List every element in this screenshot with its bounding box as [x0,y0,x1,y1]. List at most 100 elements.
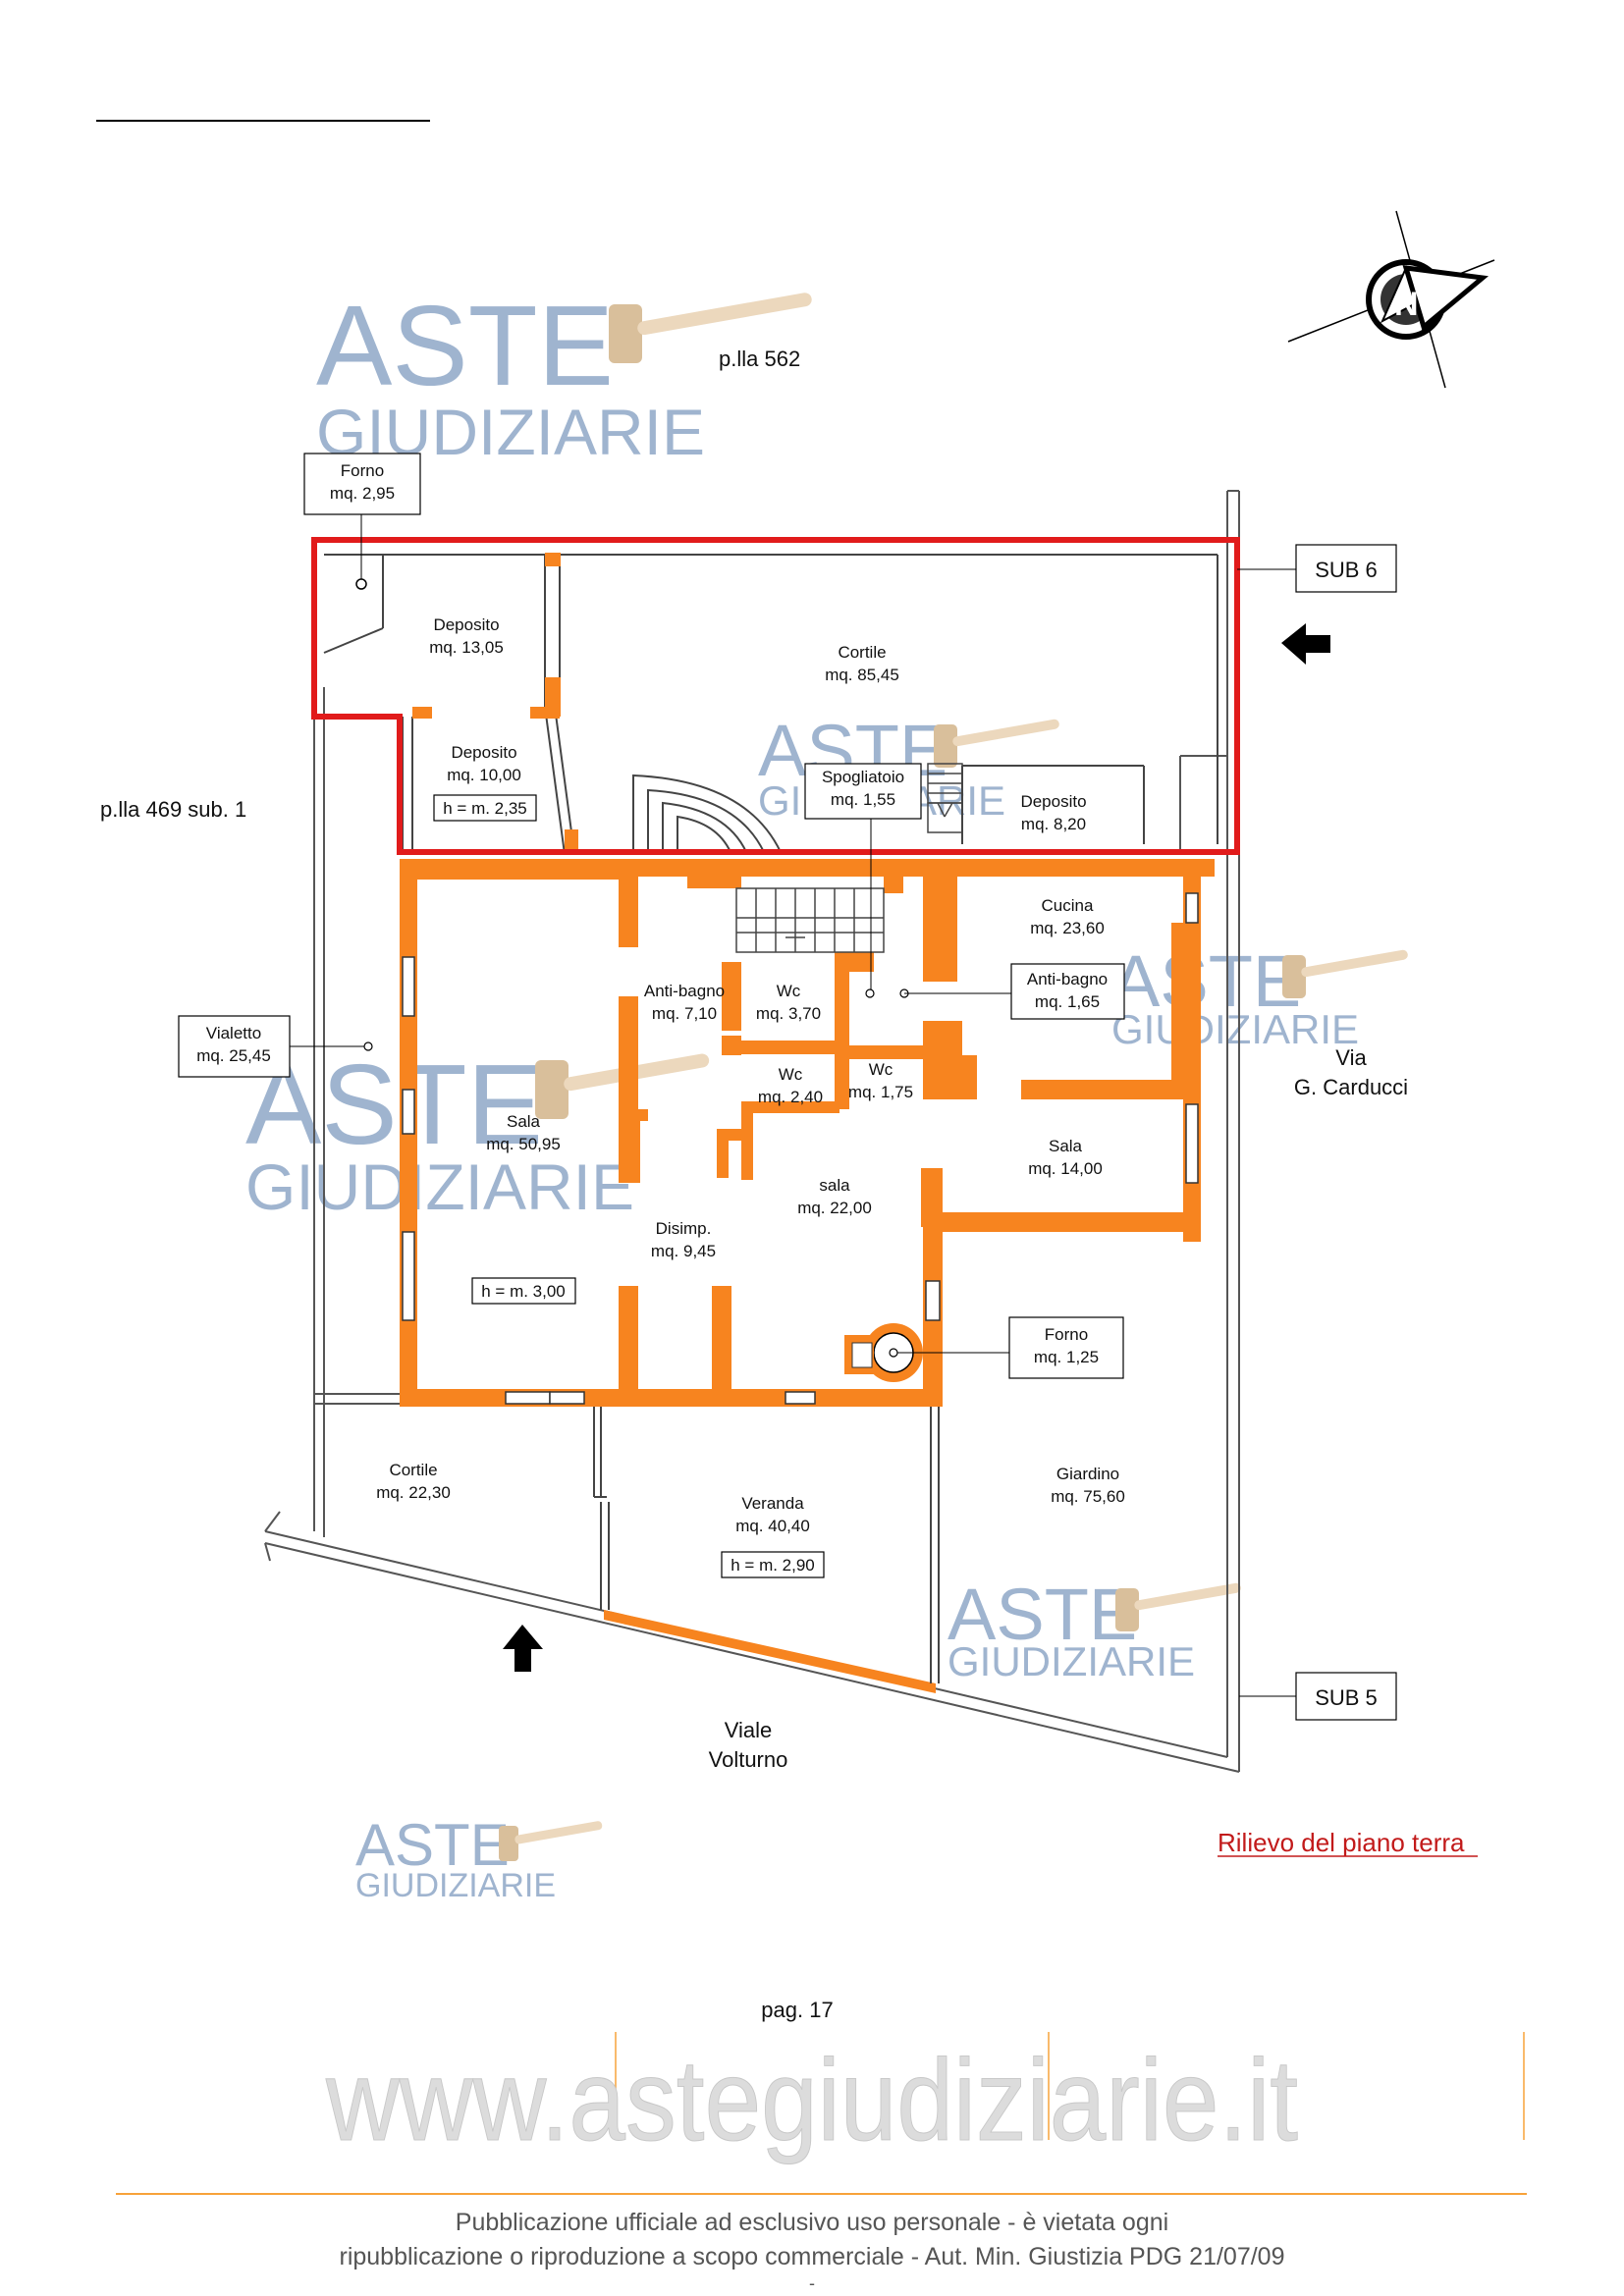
room-cortile-top: Cortile mq. 85,45 [825,643,899,684]
svg-text:mq. 22,30: mq. 22,30 [376,1483,451,1502]
svg-text:Veranda: Veranda [741,1494,804,1513]
svg-text:Cortile: Cortile [389,1461,437,1479]
room-wc-3: Wc mq. 1,75 [848,1060,913,1101]
svg-text:Spogliatoio: Spogliatoio [822,768,904,786]
svg-text:Deposito: Deposito [1020,792,1086,811]
svg-text:mq. 50,95: mq. 50,95 [486,1135,561,1153]
watermark-6: ASTE GIUDIZIARIE [355,1812,603,1904]
neighbor-south-2: Volturno [709,1747,788,1772]
svg-text:ASTE: ASTE [1111,940,1301,1022]
svg-text:mq. 13,05: mq. 13,05 [429,638,504,657]
svg-text:GIUDIZIARIE: GIUDIZIARIE [355,1867,556,1904]
svg-text:mq. 1,55: mq. 1,55 [831,790,895,809]
svg-text:h = m. 3,00: h = m. 3,00 [481,1282,566,1301]
svg-text:www.astegiudiziarie.it: www.astegiudiziarie.it [325,2036,1298,2165]
room-antibagno-2: Anti-bagno mq. 1,65 [899,963,1125,1020]
north-compass-icon: N [1287,210,1495,389]
svg-text:Wc: Wc [777,982,801,1000]
svg-text:mq. 2,95: mq. 2,95 [330,484,395,503]
sub6-label: SUB 6 [1237,544,1397,593]
gavel-icon [1115,1582,1241,1631]
svg-text:N: N [1394,286,1419,323]
room-forno-top: Forno mq. 2,95 [303,453,421,579]
windows [402,892,1199,1405]
gavel-icon [1282,949,1408,998]
room-giardino: Giardino mq. 75,60 [1051,1465,1125,1506]
svg-text:mq. 75,60: mq. 75,60 [1051,1487,1125,1506]
footer-line-2: ripubblicazione o riproduzione a scopo c… [340,2243,1285,2270]
room-cortile-bottom: Cortile mq. 22,30 [376,1461,451,1502]
small-stairs [927,763,963,833]
upper-zone-stubs [412,553,578,854]
veranda-walls [593,1407,940,1693]
svg-text:Wc: Wc [779,1065,803,1084]
svg-text:mq. 23,60: mq. 23,60 [1030,919,1105,937]
gavel-icon [499,1821,603,1861]
svg-text:mq. 7,10: mq. 7,10 [652,1004,717,1023]
site-watermark: www.astegiudiziarie.it [325,2032,1525,2166]
room-vialetto: Vialetto mq. 25,45 [178,1015,373,1078]
room-spogliatoio: Spogliatoio mq. 1,55 [804,763,922,991]
room-deposito-2: Deposito mq. 10,00 h = m. 2,35 [433,743,537,822]
svg-text:mq. 3,70: mq. 3,70 [756,1004,821,1023]
neighbor-east-1: Via [1335,1045,1367,1070]
svg-text:SUB 6: SUB 6 [1315,558,1378,582]
forno-top-marker [355,578,367,590]
svg-text:Sala: Sala [507,1112,541,1131]
svg-text:Wc: Wc [869,1060,893,1079]
neighbor-west: p.lla 469 sub. 1 [100,797,246,822]
sub6-highlight-outline [311,537,1240,855]
room-sala-3: sala mq. 22,00 [797,1176,872,1217]
svg-text:ASTE: ASTE [947,1574,1137,1655]
svg-text:mq. 40,40: mq. 40,40 [735,1517,810,1535]
footer-line-1: Pubblicazione ufficiale ad esclusivo uso… [456,2209,1168,2236]
svg-text:Sala: Sala [1049,1137,1083,1155]
neighbor-east-2: G. Carducci [1294,1075,1408,1099]
svg-text:mq. 10,00: mq. 10,00 [447,766,521,784]
svg-text:GIUDIZIARIE: GIUDIZIARIE [245,1150,634,1223]
svg-text:Anti-bagno: Anti-bagno [1027,970,1108,988]
svg-text:GIUDIZIARIE: GIUDIZIARIE [947,1638,1195,1684]
svg-text:Disimp.: Disimp. [656,1219,712,1238]
svg-text:SUB 5: SUB 5 [1315,1685,1378,1710]
svg-text:mq. 25,45: mq. 25,45 [196,1046,271,1065]
svg-text:ASTE: ASTE [355,1812,510,1878]
svg-text:mq. 85,45: mq. 85,45 [825,666,899,684]
room-cucina: Cucina mq. 23,60 [1030,896,1105,937]
page-number: pag. 17 [761,1998,833,2022]
svg-text:Deposito: Deposito [451,743,516,762]
arrow-up-icon [503,1625,543,1672]
svg-text:sala: sala [819,1176,850,1195]
room-deposito-3: Deposito mq. 8,20 [1020,792,1086,833]
svg-text:Forno: Forno [1045,1325,1088,1344]
svg-text:GIUDIZIARIE: GIUDIZIARIE [1111,1006,1359,1052]
room-sala-1: Sala mq. 50,95 h = m. 3,00 [471,1112,576,1305]
straight-stairs [735,887,885,953]
watermark-5: ASTE GIUDIZIARIE [947,1574,1241,1684]
room-veranda: Veranda mq. 40,40 h = m. 2,90 [721,1494,825,1578]
gavel-icon [934,719,1059,768]
svg-text:Forno: Forno [341,461,384,480]
room-disimp: Disimp. mq. 9,45 [651,1219,716,1260]
svg-text:mq. 1,75: mq. 1,75 [848,1083,913,1101]
arrow-left-icon [1281,623,1330,665]
watermark-3: ASTE GIUDIZIARIE [1111,940,1408,1052]
svg-text:mq. 2,40: mq. 2,40 [758,1088,823,1106]
watermark-1: ASTE GIUDIZIARIE [316,282,812,468]
neighbor-south-1: Viale [725,1718,773,1742]
svg-text:Vialetto: Vialetto [206,1024,261,1042]
room-wc-2: Wc mq. 2,40 [758,1065,823,1106]
room-sala-2: Sala mq. 14,00 [1028,1137,1103,1178]
svg-text:Cucina: Cucina [1042,896,1094,915]
plan-title: Rilievo del piano terra [1218,1828,1465,1857]
curved-stairs [632,774,782,853]
gavel-icon [609,293,812,363]
svg-text:mq. 1,25: mq. 1,25 [1034,1348,1099,1366]
svg-text:mq. 22,00: mq. 22,00 [797,1199,872,1217]
svg-text:mq. 9,45: mq. 9,45 [651,1242,716,1260]
footer-line-3: - [809,2273,815,2293]
room-deposito-1: Deposito mq. 13,05 [429,615,504,657]
svg-text:Giardino: Giardino [1056,1465,1119,1483]
svg-text:h = m. 2,35: h = m. 2,35 [443,799,527,818]
